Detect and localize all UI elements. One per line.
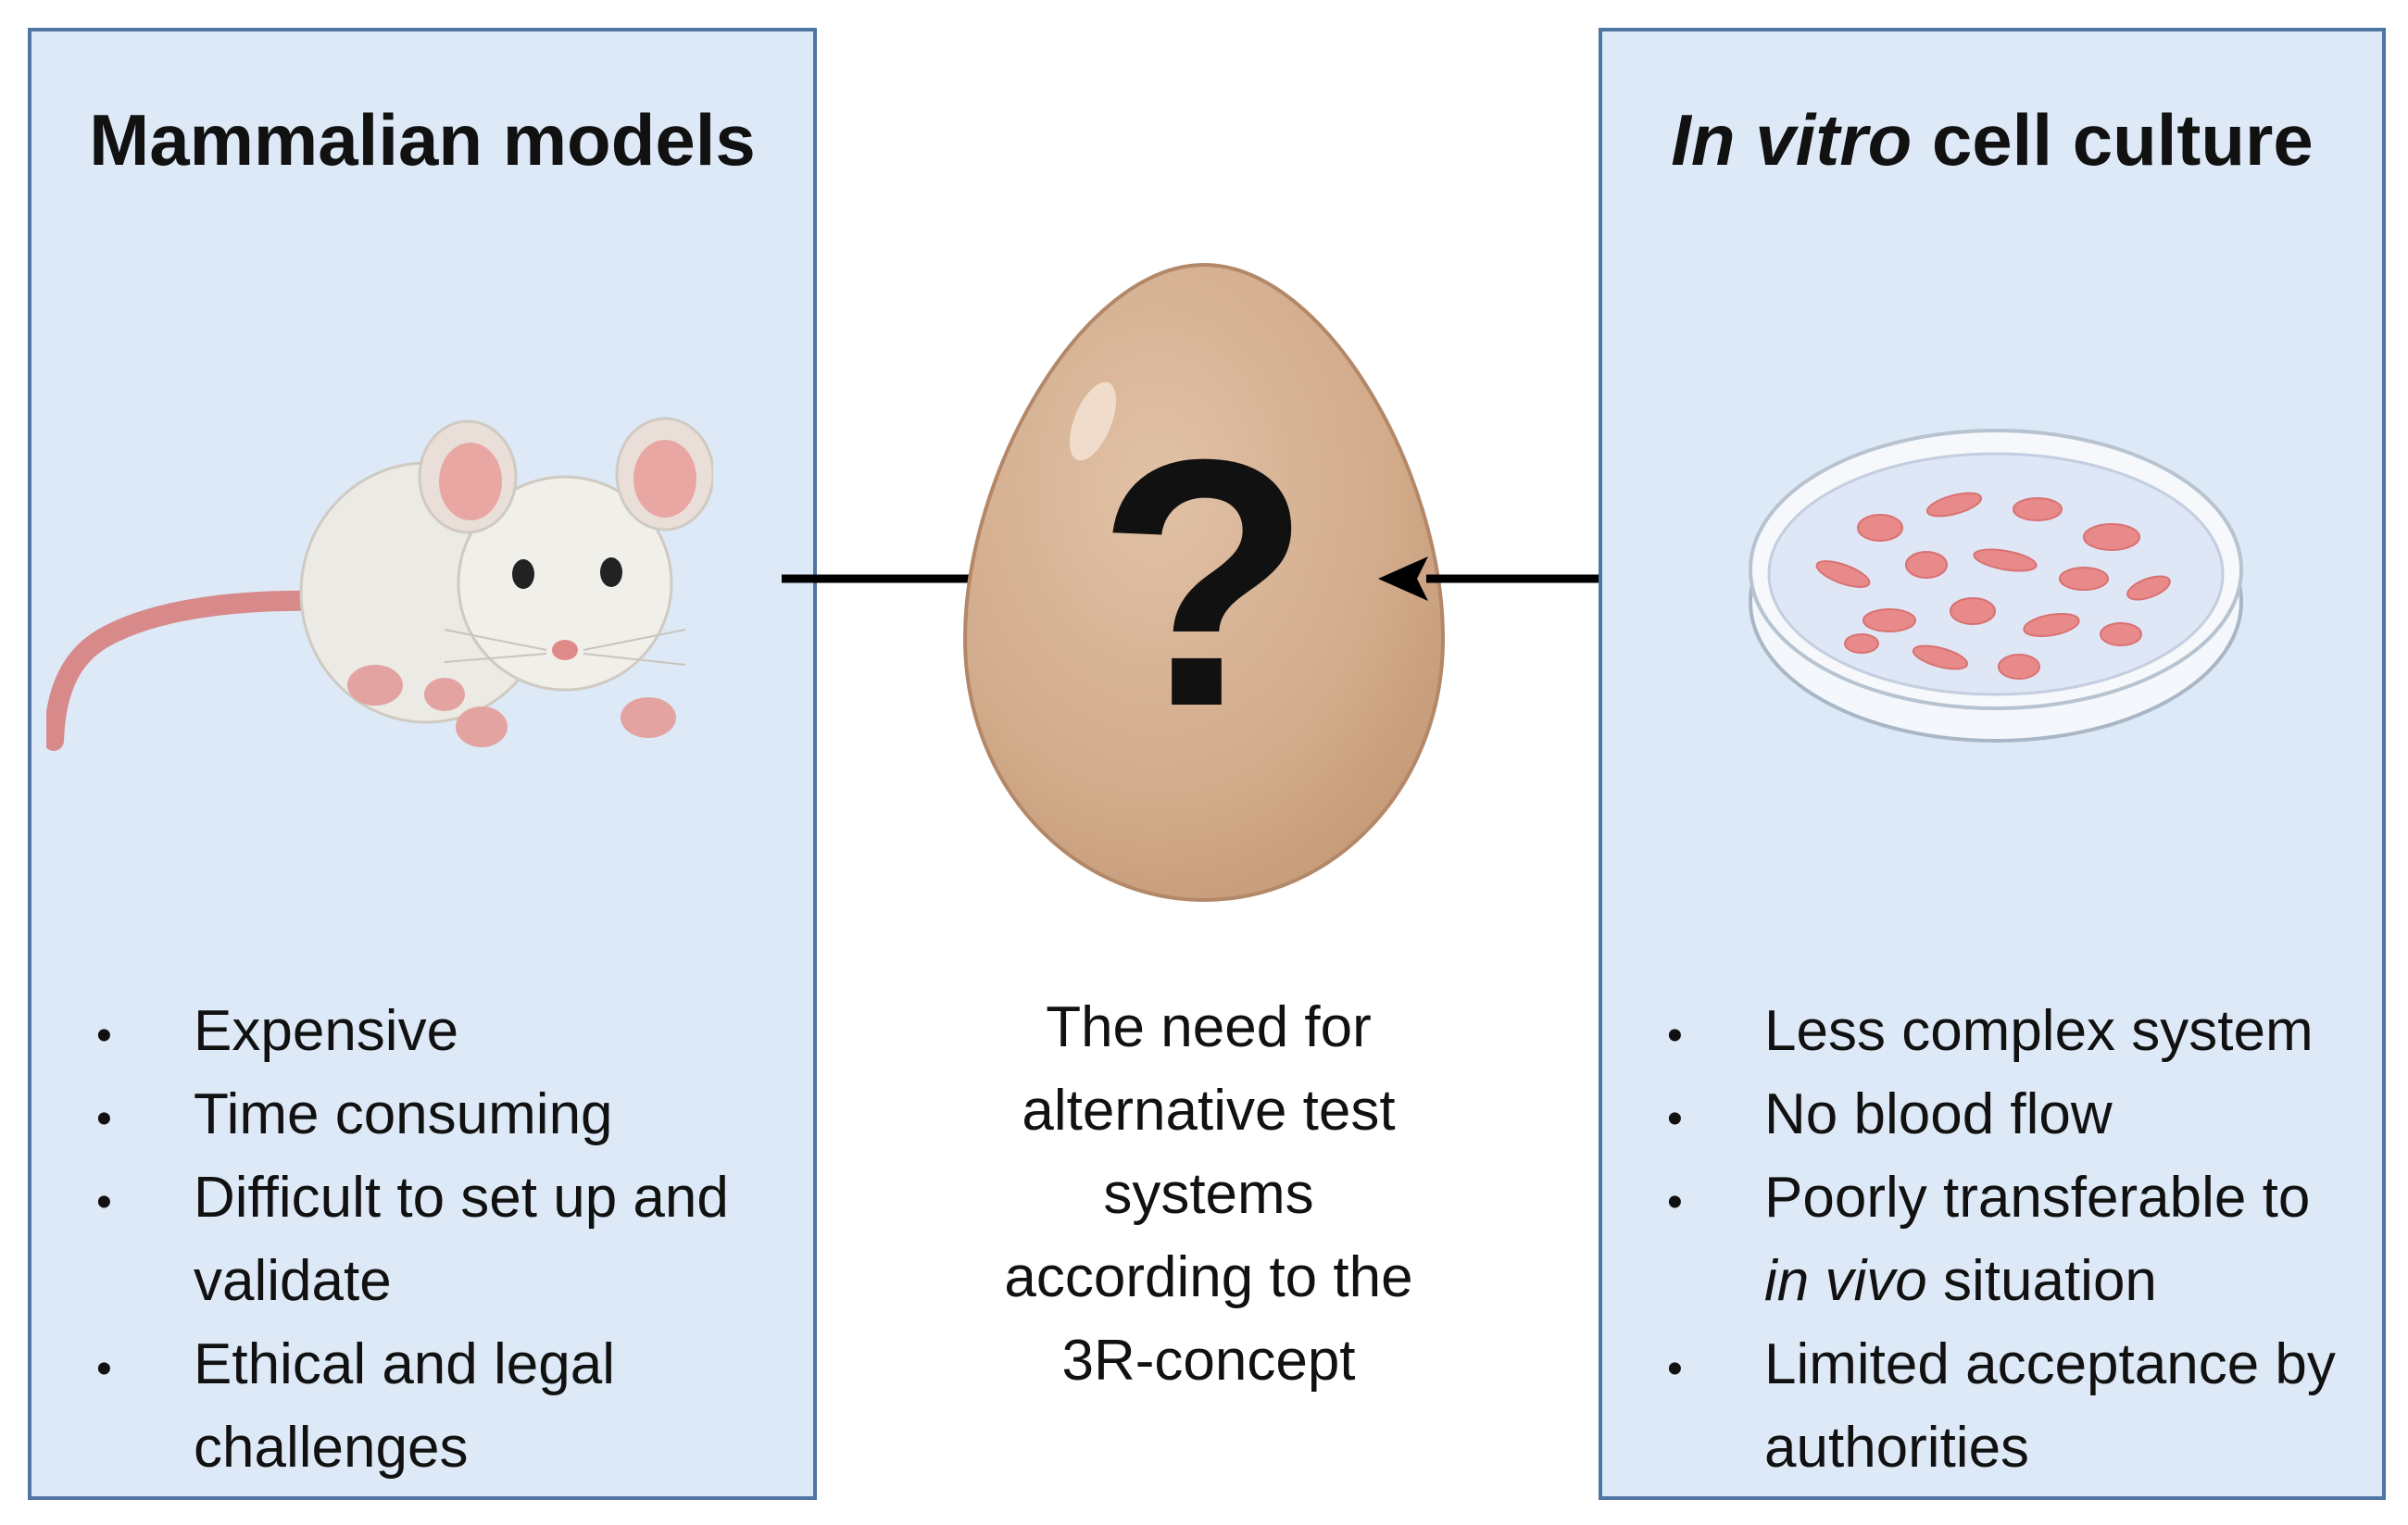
mammalian-models-panel: Mammalian models Expensive Time consumin…	[28, 28, 817, 1500]
bullet-icon	[1667, 990, 1683, 1078]
list-item: Expensive	[78, 990, 795, 1073]
mammalian-models-bullets: Expensive Time consuming Difficult to se…	[78, 990, 795, 1490]
bullet-icon	[96, 1073, 112, 1161]
mammalian-models-title: Mammalian models	[89, 99, 756, 181]
list-item: Time consuming	[78, 1073, 795, 1156]
bullet-icon	[96, 1156, 112, 1244]
petri-dish-icon	[1749, 429, 2243, 743]
bullet-icon	[1667, 1073, 1683, 1161]
list-item: Poorly transferable to in vivo situation	[1649, 1156, 2364, 1323]
list-item: Less complex system	[1649, 990, 2364, 1073]
egg-icon	[962, 262, 1446, 903]
mouse-icon	[46, 417, 713, 751]
list-item: No blood flow	[1649, 1073, 2364, 1156]
bullet-icon	[1667, 1323, 1683, 1411]
list-item: Limited acceptance by authorities	[1649, 1323, 2364, 1490]
in-vitro-cell-culture-panel: In vitro cell culture Less complex syste…	[1599, 28, 2386, 1500]
list-item: Ethical and legal challenges	[78, 1323, 795, 1490]
question-mark: ?	[1096, 386, 1312, 780]
bullet-icon	[1667, 1156, 1683, 1244]
in-vitro-title: In vitro cell culture	[1671, 99, 2314, 181]
in-vitro-bullets: Less complex system No blood flow Poorly…	[1649, 990, 2364, 1490]
list-item: Difficult to set up and validate	[78, 1156, 795, 1323]
center-caption: The need for alternative test systems ac…	[1004, 995, 1413, 1393]
bullet-icon	[96, 1323, 112, 1411]
bullet-icon	[96, 990, 112, 1078]
